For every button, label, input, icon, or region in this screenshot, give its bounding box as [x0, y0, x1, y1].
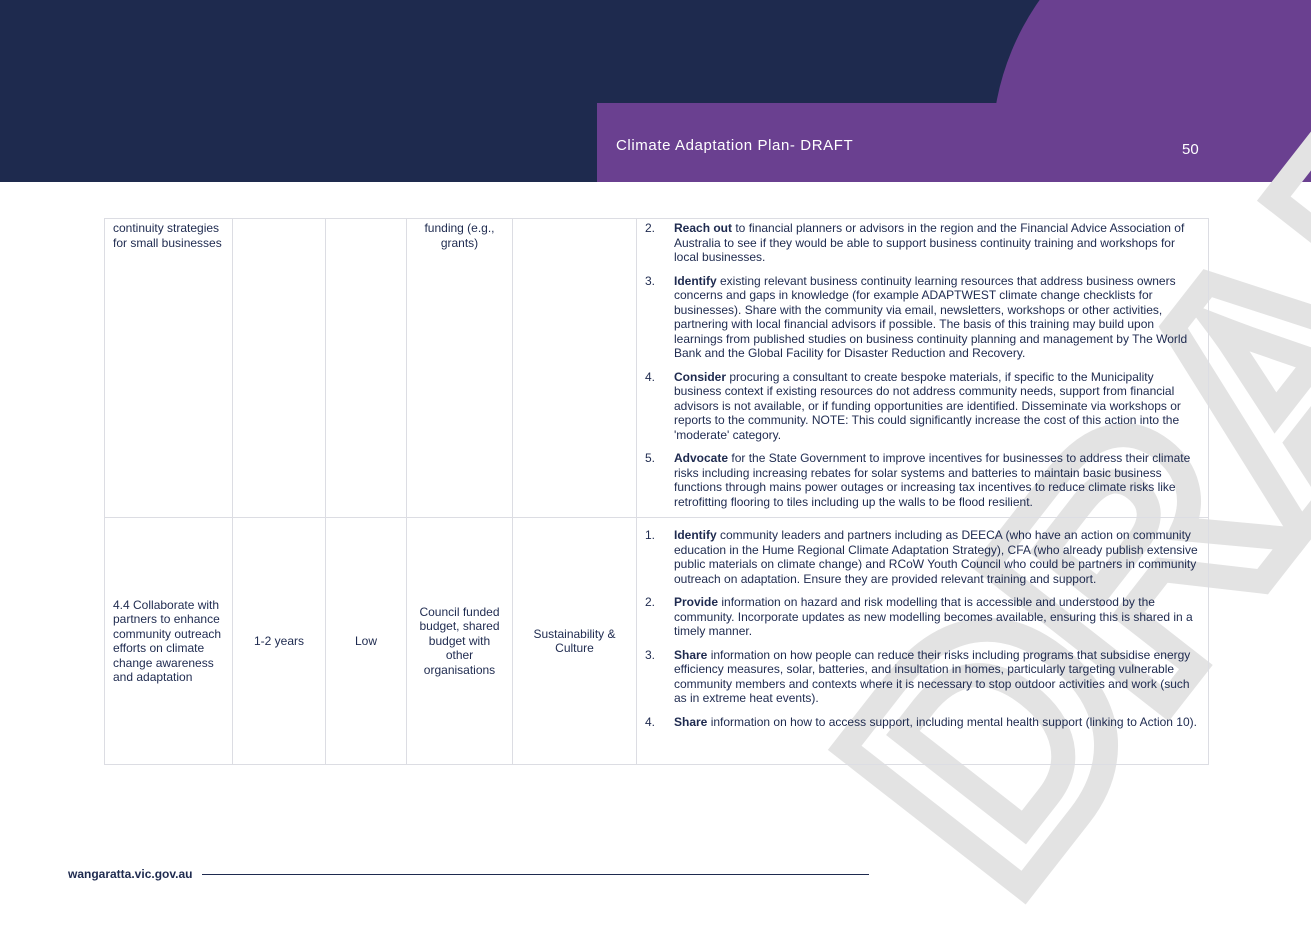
cost-cell: [325, 218, 407, 518]
action-cell: 4.4 Collaborate with partners to enhance…: [104, 517, 233, 765]
table-row: 4.4 Collaborate with partners to enhance…: [104, 517, 1209, 765]
list-item: 3.Identify existing relevant business co…: [645, 273, 1188, 361]
list-item: 3.Share information on how people can re…: [645, 647, 1191, 706]
page-header: [0, 0, 1311, 182]
steps-cell: 1.Identify community leaders and partner…: [636, 517, 1209, 765]
list-item: 2.Provide information on hazard and risk…: [645, 595, 1193, 638]
timeframe-cell: [232, 218, 326, 518]
list-item: 1.Identify community leaders and partner…: [645, 528, 1198, 586]
cost-cell: Low: [325, 517, 407, 765]
funding-cell: funding (e.g., grants): [406, 218, 513, 518]
list-item: 2.Reach out to financial planners or adv…: [645, 221, 1185, 264]
footer-rule: [202, 874, 869, 875]
table-row: continuity strategies for small business…: [104, 218, 1209, 518]
action-cell: continuity strategies for small business…: [104, 218, 233, 518]
footer-website: wangaratta.vic.gov.au: [68, 867, 193, 881]
list-item: 4.Consider procuring a consultant to cre…: [645, 369, 1181, 442]
actions-table: continuity strategies for small business…: [104, 218, 1209, 765]
steps-cell: 2.Reach out to financial planners or adv…: [636, 218, 1209, 518]
document-title: Climate Adaptation Plan- DRAFT: [616, 137, 854, 154]
header-purple-band: [597, 103, 1311, 182]
page-number: 50: [1182, 141, 1199, 158]
list-item: 5.Advocate for the State Government to i…: [645, 451, 1191, 509]
lead-cell: Sustainability & Culture: [512, 517, 637, 765]
steps-list: 1.Identify community leaders and partner…: [645, 528, 1200, 729]
list-item: 4.Share information on how to access sup…: [645, 714, 1197, 729]
funding-cell: Council funded budget, shared budget wit…: [406, 517, 513, 765]
steps-list: 2.Reach out to financial planners or adv…: [645, 221, 1200, 509]
timeframe-cell: 1-2 years: [232, 517, 326, 765]
lead-cell: [512, 218, 637, 518]
